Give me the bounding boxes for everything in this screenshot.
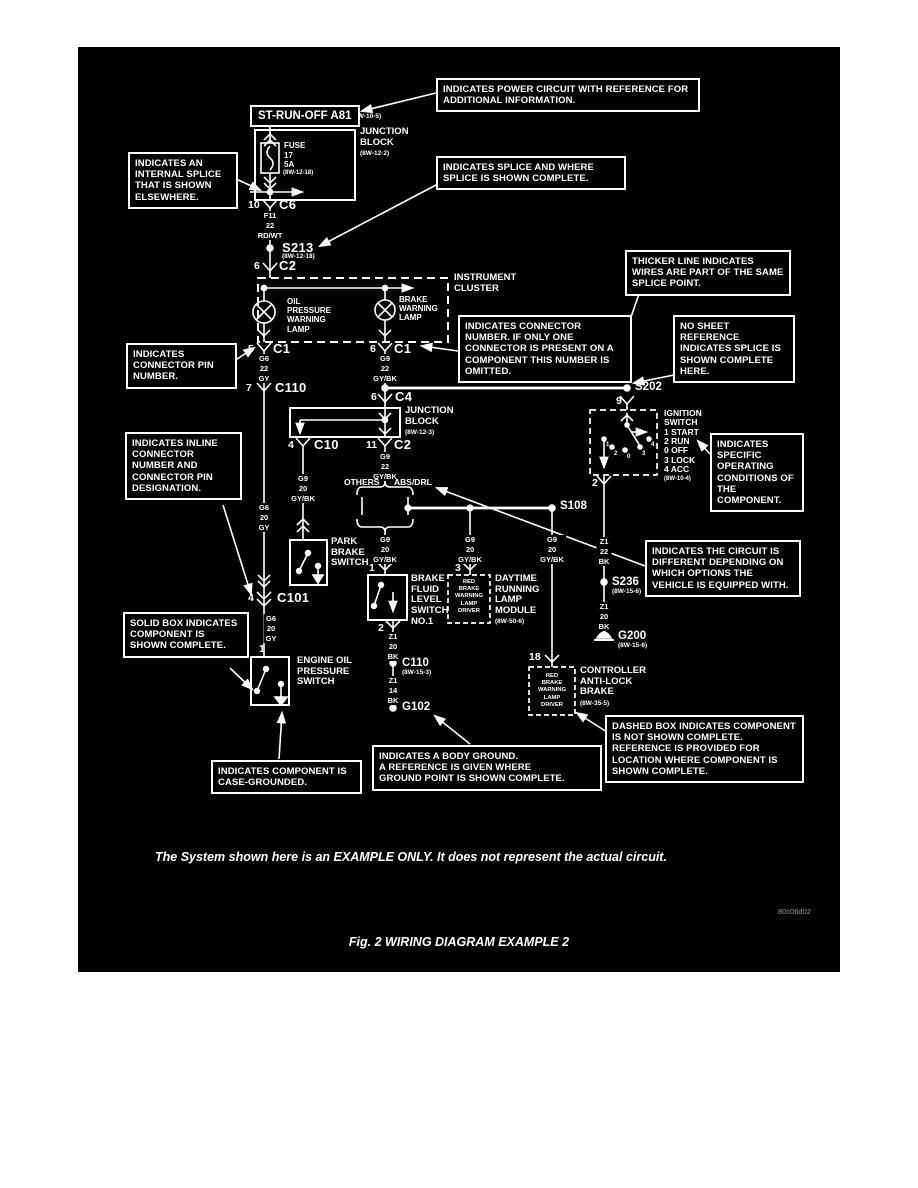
wiring-diagram-canvas: INDICATES POWER CIRCUIT WITH REFERENCE F…: [78, 47, 840, 972]
wire-g6-20-lower: G6 20 GY: [263, 614, 279, 644]
c2-pin: 6: [254, 260, 260, 272]
junction-block-top-ref: (8W-12-2): [360, 150, 390, 157]
wire-z1-22: Z1 22 BK: [596, 537, 612, 567]
controller-anti-lock-brake-label: CONTROLLER ANTI-LOCK BRAKE: [580, 665, 646, 698]
s236-name: S236: [612, 576, 639, 588]
c2-lower-name: C2: [394, 437, 412, 452]
figure-caption: Fig. 2 WIRING DIAGRAM EXAMPLE 2: [348, 935, 570, 949]
ignition-pos-0: 0: [627, 454, 631, 460]
wire-g9-20-park: G9 20 GY/BK: [289, 474, 317, 504]
callout-connector-number: INDICATES CONNECTOR NUMBER. IF ONLY ONE …: [458, 315, 632, 384]
callout-case-grounded: INDICATES COMPONENT IS CASE-GROUNDED.: [211, 760, 362, 795]
park-brake-switch-label: PARK BRAKE SWITCH: [331, 536, 369, 569]
callout-thicker-line: THICKER LINE INDICATES WIRES ARE PART OF…: [625, 250, 791, 296]
ignition-pos-3: 3: [642, 451, 646, 457]
ignition-switch-label: IGNITION SWITCH 1 START 2 RUN 0 OFF 3 LO…: [664, 408, 702, 475]
s108-name: S108: [560, 500, 587, 512]
g200-ref: (8W-15-6): [618, 642, 648, 649]
wire-z1-20-bfs: Z1 20 BK: [385, 632, 401, 662]
c110-pin: 7: [246, 382, 252, 394]
ignition-pos-2: 2: [614, 451, 618, 457]
ignition-pin: 2: [592, 477, 598, 489]
c110-mid-ref: (8W-15-3): [402, 669, 432, 676]
drl-pin: 3: [455, 562, 461, 574]
callout-power-circuit: INDICATES POWER CIRCUIT WITH REFERENCE F…: [436, 78, 700, 113]
callout-dashed-box: DASHED BOX INDICATES COMPONENT IS NOT SH…: [605, 715, 804, 784]
c6-pin: 10: [248, 199, 260, 211]
power-feed-label: ST-RUN-OFF A81: [250, 105, 360, 127]
wire-z1-20-ign: Z1 20 BK: [596, 602, 612, 632]
fuse-label: FUSE 17 5A: [284, 141, 306, 170]
junction-block-mid-ref: (8W-12-3): [405, 429, 435, 436]
c2-name: C2: [279, 258, 297, 273]
wire-g9-22-lower: G9 22 GY/BK: [371, 452, 399, 482]
ignition-switch-ref: (8W-10-4): [664, 476, 691, 482]
junction-block-mid-label: JUNCTION BLOCK: [405, 405, 454, 427]
s236-ref: (8W-15-6): [612, 588, 642, 595]
ignition-pos-4: 4: [651, 442, 655, 448]
c101-name: C101: [277, 590, 310, 605]
callout-pin-number: INDICATES CONNECTOR PIN NUMBER.: [126, 343, 237, 389]
c110-mid-name: C110: [402, 657, 429, 669]
wire-g6-22: G6 22 GY: [256, 354, 272, 384]
s202-name: S202: [635, 381, 662, 393]
wire-g9-20-bfs: G9 20 GY/BK: [371, 535, 399, 565]
c4-pin: 6: [371, 391, 377, 403]
callout-inline-connector: INDICATES INLINE CONNECTOR NUMBER AND CO…: [125, 432, 242, 501]
engine-switch-pin: 1: [259, 643, 265, 655]
daytime-running-lamp-module-label: DAYTIME RUNNING LAMP MODULE: [495, 573, 540, 617]
c2-lower-pin: 11: [366, 439, 378, 451]
drl-module-inner-label: RED BRAKE WARNING LAMP DRIVER: [454, 579, 484, 614]
c1-left-pin: 5: [248, 343, 254, 355]
fuse-ref: (8W-12-18): [283, 170, 314, 176]
ignition-pos-1: 1: [606, 442, 610, 448]
callout-splice-complete: INDICATES SPLICE AND WHERE SPLICE IS SHO…: [436, 156, 626, 191]
engine-oil-pressure-switch-label: ENGINE OIL PRESSURE SWITCH: [297, 655, 352, 688]
g102-name: G102: [402, 701, 431, 713]
c110-name: C110: [275, 380, 307, 395]
c10-pin: 4: [288, 439, 294, 451]
junction-block-top-label: JUNCTION BLOCK: [360, 126, 409, 148]
callout-solid-box: SOLID BOX INDICATES COMPONENT IS SHOWN C…: [123, 612, 249, 658]
example-only-note: The System shown here is an EXAMPLE ONLY…: [155, 850, 667, 864]
abs-drl-label: ABS/DRL: [394, 477, 432, 487]
others-label: OTHERS: [344, 477, 380, 487]
controller-anti-lock-brake-ref: (8W-35-5): [580, 700, 610, 707]
c6-name: C6: [279, 197, 297, 212]
callout-body-ground: INDICATES A BODY GROUND. A REFERENCE IS …: [372, 745, 602, 791]
c101-pin: 4: [248, 592, 254, 604]
instrument-cluster-label: INSTRUMENT CLUSTER: [454, 272, 517, 294]
s213-ref: (8W-12-18): [282, 253, 315, 260]
abs-pin: 18: [529, 651, 541, 663]
c10-name: C10: [314, 437, 339, 452]
callout-internal-splice: INDICATES AN INTERNAL SPLICE THAT IS SHO…: [128, 152, 238, 209]
s213-name: S213: [282, 240, 314, 255]
bfs-pin-bot: 2: [378, 622, 384, 634]
oil-pressure-lamp-label: OIL PRESSURE WARNING LAMP: [287, 297, 332, 334]
c1-right-name: C1: [394, 341, 412, 356]
c4-name: C4: [395, 389, 413, 404]
daytime-running-lamp-module-ref: (8W-50-6): [495, 618, 525, 625]
callout-operating-conditions: INDICATES SPECIFIC OPERATING CONDITIONS …: [710, 433, 804, 513]
c1-right-pin: 6: [370, 343, 376, 355]
bfs-pin-top: 1: [369, 562, 375, 574]
s202-pin: 9: [616, 395, 622, 407]
wire-z1-14: Z1 14 BK: [385, 676, 401, 706]
callout-no-sheet-reference: NO SHEET REFERENCE INDICATES SPLICE IS S…: [673, 315, 795, 384]
wire-g9-22-upper: G9 22 GY/BK: [371, 354, 399, 384]
g200-name: G200: [618, 630, 647, 642]
figure-code: 80c06d02: [778, 907, 811, 916]
wire-g6-20-upper: G6 20 GY: [256, 503, 272, 533]
wire-g9-20-drl: G9 20 GY/BK: [456, 535, 484, 565]
callout-circuit-different: INDICATES THE CIRCUIT IS DIFFERENT DEPEN…: [645, 540, 801, 597]
c1-left-name: C1: [273, 341, 291, 356]
brake-warning-lamp-label: BRAKE WARNING LAMP: [399, 295, 438, 323]
brake-fluid-level-switch-label: BRAKE FLUID LEVEL SWITCH NO.1: [411, 573, 449, 627]
power-feed-ref: (8W-10-5): [352, 113, 382, 120]
abs-module-inner-label: RED BRAKE WARNING LAMP DRIVER: [537, 673, 567, 708]
wire-f11: F11 22 RD/WT: [255, 211, 285, 241]
wire-g9-20-abs: G9 20 GY/BK: [538, 535, 566, 565]
